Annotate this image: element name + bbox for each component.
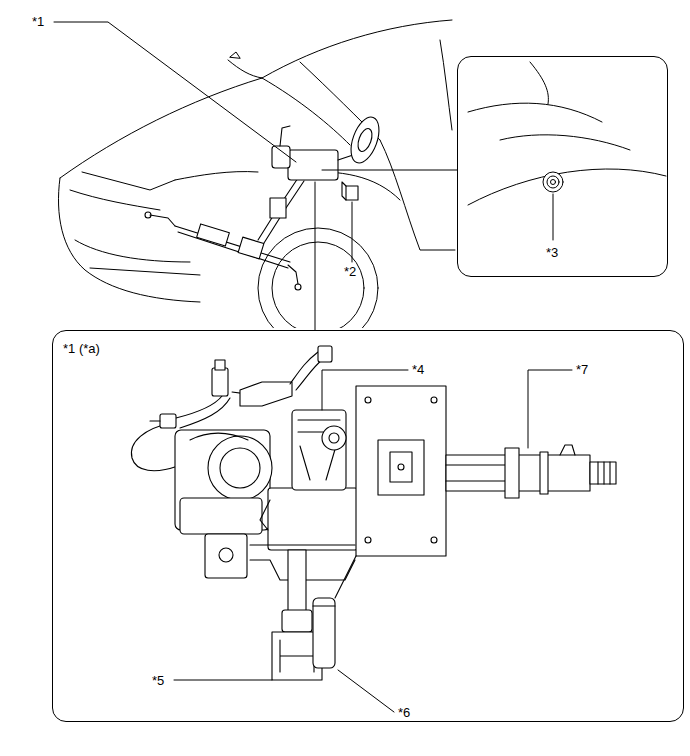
callout-number: *2 [344, 264, 356, 279]
dashboard-detail [468, 62, 666, 240]
leader-line [174, 680, 272, 681]
leader-line [528, 370, 572, 448]
callout-number: *5 [152, 673, 164, 688]
leader-line [322, 170, 457, 171]
wheel [258, 228, 378, 328]
leader-line [54, 22, 296, 162]
leader-line [322, 370, 408, 410]
callout-number: *1 (*a) [63, 341, 100, 356]
callout-number: *1 [32, 14, 44, 29]
detail-panel: *1 (*a) [52, 330, 684, 722]
car-outline [58, 20, 455, 302]
leader-line [352, 202, 353, 262]
callout-number: *6 [398, 705, 410, 720]
leader-line [315, 182, 316, 330]
steering-column-assembly [131, 346, 616, 680]
leader-line [553, 194, 554, 240]
leader-line [338, 670, 394, 712]
callout-number: *7 [576, 362, 588, 377]
callout-number: *4 [412, 362, 424, 377]
steering-system [145, 113, 384, 290]
callout-number: *3 [546, 245, 558, 260]
inset-view: *3 [457, 56, 668, 277]
